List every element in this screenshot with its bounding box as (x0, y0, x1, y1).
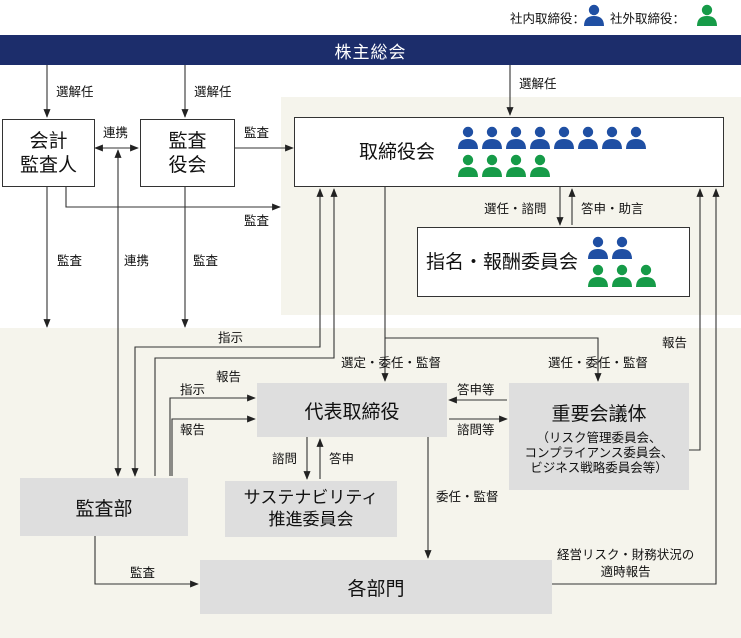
reply-etc-label: 答申等 (457, 382, 495, 397)
audit-label-board: 監査 (244, 125, 270, 140)
elect-consult-label: 選任・諮問 (484, 201, 547, 216)
audit-label-audit-board-down: 監査 (193, 253, 219, 268)
internal-director-icon (506, 126, 526, 149)
internal-director-icon (602, 126, 622, 149)
internal-director-icon (578, 126, 598, 149)
liaison-label-side: 連携 (124, 253, 150, 268)
timely-report-label: 経営リスク・財務状況の 適時報告 (557, 547, 695, 579)
appoint-ceo-label: 選定・委任・監督 (341, 355, 442, 370)
legend-external-person-icon (697, 4, 717, 26)
consult-etc-label: 諮問等 (457, 422, 495, 437)
internal-director-icon (588, 236, 608, 259)
appoint-council-label: 選任・委任・監督 (548, 355, 649, 370)
important-council-box: 重要会議体 （リスク管理委員会、 コンプライアンス委員会、 ビジネス戦略委員会等… (509, 383, 689, 490)
representative-director-box: 代表取締役 (257, 383, 447, 437)
instruct-label-ceo: 指示 (180, 382, 206, 397)
board-title: 取締役会 (359, 141, 436, 163)
external-director-icon (506, 154, 526, 177)
external-director-icon (636, 264, 656, 287)
departments-box: 各部門 (200, 560, 552, 614)
report-label-ceo: 報告 (180, 422, 206, 437)
liaison-label-top: 連携 (103, 125, 129, 140)
internal-director-icon (612, 236, 632, 259)
external-director-icon (458, 154, 478, 177)
internal-director-icon (530, 126, 550, 149)
legend-external-label: 社外取締役： (610, 11, 686, 26)
legend-internal-label: 社内取締役： (510, 11, 586, 26)
elect-label-1: 選解任 (56, 84, 94, 99)
reply-label: 答申 (329, 451, 355, 466)
audit-label-auditor-board: 監査 (244, 213, 270, 228)
shareholders-meeting-banner: 株主総会 (0, 35, 741, 65)
report-label-board: 報告 (216, 369, 242, 384)
internal-director-icon (626, 126, 646, 149)
nomination-members-icons (587, 235, 667, 291)
external-director-icon (530, 154, 550, 177)
internal-director-icon (458, 126, 478, 149)
external-director-icon (588, 264, 608, 287)
elect-label-2: 選解任 (194, 84, 232, 99)
external-director-icon (612, 264, 632, 287)
elect-label-3: 選解任 (519, 76, 557, 91)
audit-label-auditor-down: 監査 (57, 253, 83, 268)
reply-advice-label: 答申・助言 (581, 201, 644, 216)
audit-departments-label: 監査 (130, 565, 156, 580)
accounting-auditor-box: 会計 監査人 (2, 119, 95, 187)
instruct-label-top: 指示 (218, 330, 244, 345)
auditor-to-board-arrow (65, 187, 281, 211)
internal-director-icon (554, 126, 574, 149)
report-label-right: 報告 (662, 335, 688, 350)
consult-label: 諮問 (272, 451, 298, 466)
board-members-icons (457, 125, 667, 183)
external-director-icon (482, 154, 502, 177)
delegate-label: 委任・監督 (436, 489, 499, 504)
internal-director-icon (482, 126, 502, 149)
audit-department-box: 監査部 (20, 478, 188, 536)
audit-board-box: 監査 役会 (140, 119, 235, 187)
sustainability-committee-box: サステナビリティ 推進委員会 (225, 481, 397, 537)
council-members-text: （リスク管理委員会、 コンプライアンス委員会、 ビジネス戦略委員会等） (524, 429, 674, 475)
nomination-title: 指名・報酬委員会 (426, 251, 579, 273)
legend-internal-person-icon (584, 4, 604, 26)
council-title: 重要会議体 (551, 402, 647, 425)
